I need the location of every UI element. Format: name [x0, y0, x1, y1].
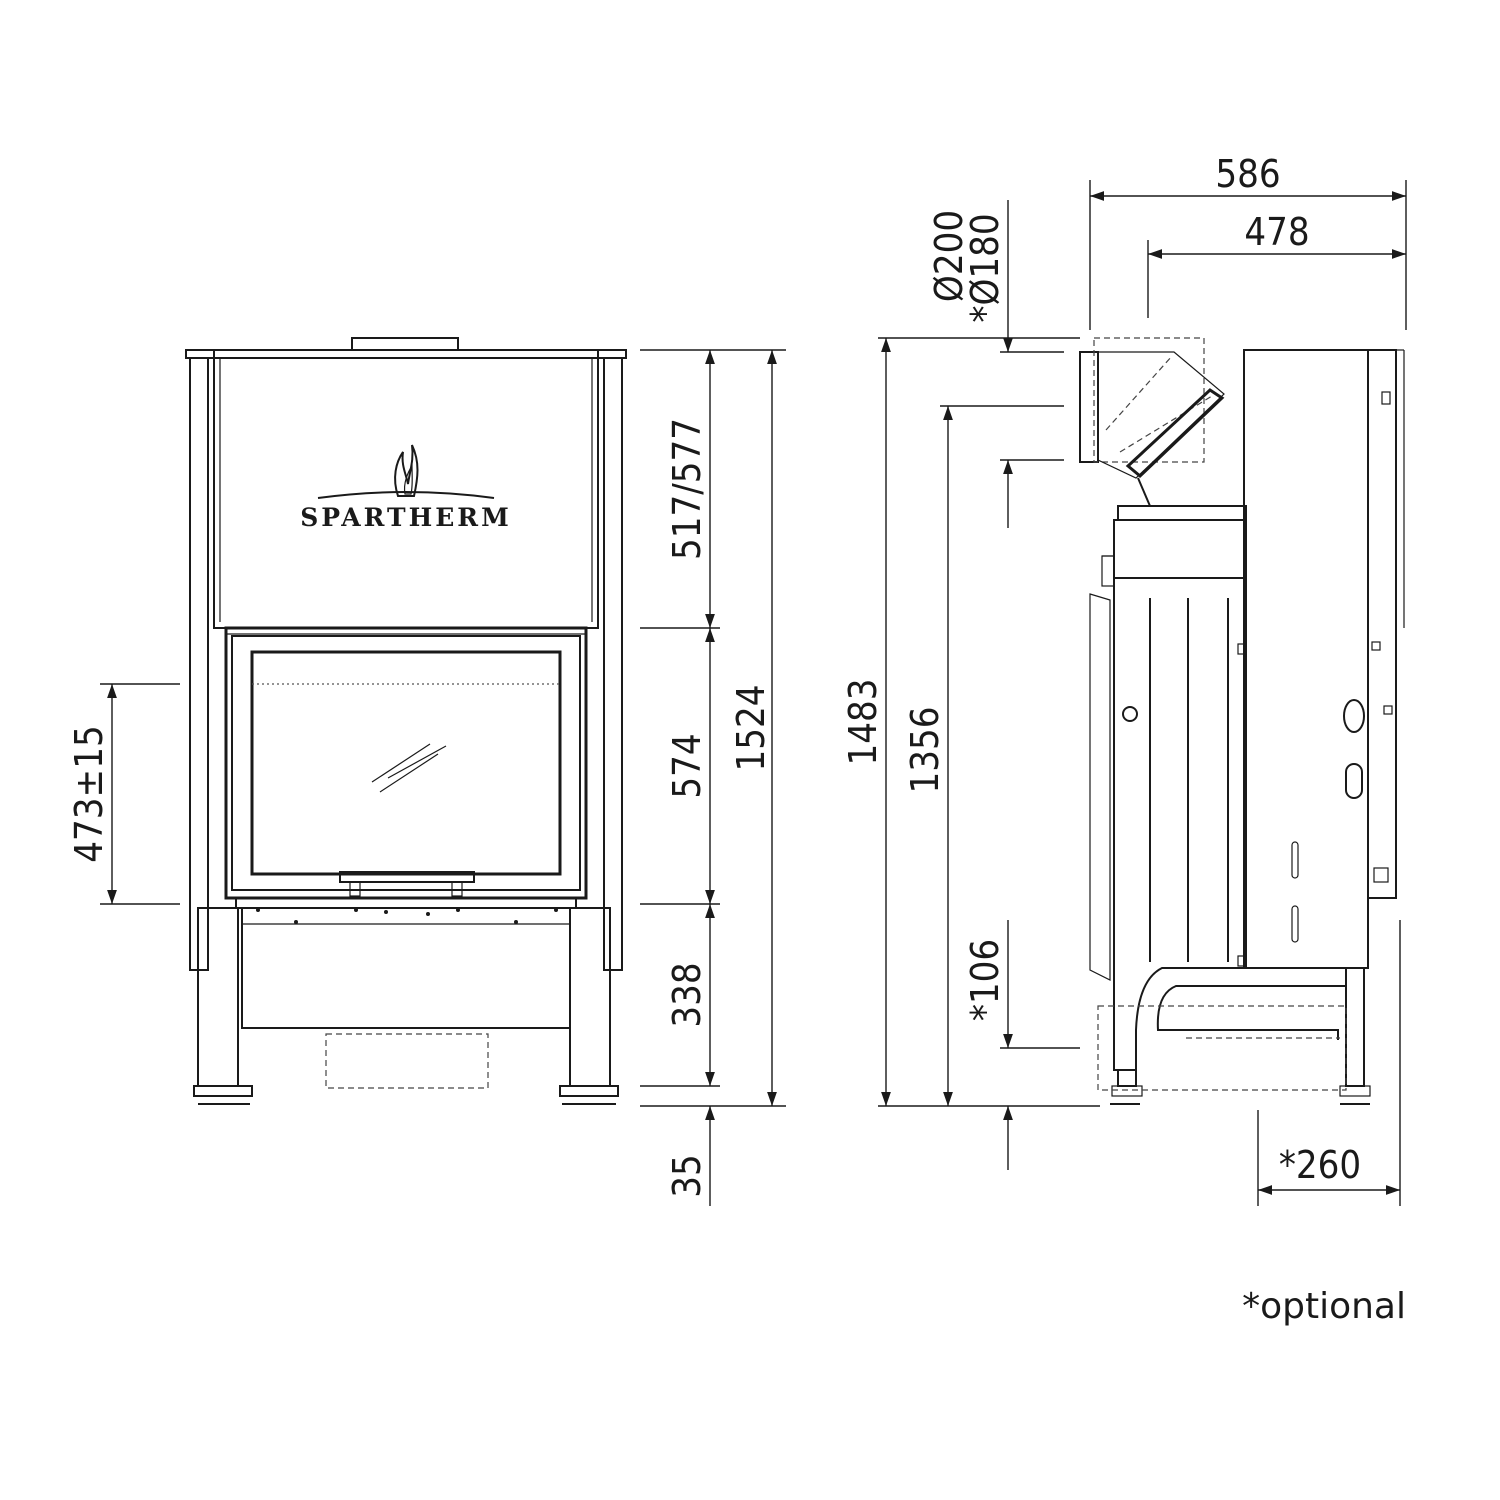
optional-drawer — [325, 1033, 489, 1089]
right-foot — [559, 1085, 619, 1097]
base-box — [241, 907, 571, 1029]
dim-flue-height: 1356 — [903, 707, 947, 794]
flue-outlet-top — [351, 337, 459, 351]
front-view: SPARTHERM — [67, 337, 786, 1206]
rear-housing — [1243, 349, 1369, 969]
dim-door-center: 473±15 — [67, 725, 111, 862]
dim-overall-height: 1524 — [729, 685, 773, 772]
door-glass — [250, 650, 562, 876]
rivets — [256, 908, 558, 924]
rear-leg — [1345, 967, 1365, 1087]
hood-panel — [213, 349, 599, 629]
top-rim — [185, 349, 627, 359]
dim-flue-diameter-optional: *Ø180 — [963, 213, 1007, 322]
dim-depth-body: 478 — [1244, 210, 1309, 254]
flue-stub — [1079, 351, 1099, 463]
spartherm-logo: SPARTHERM — [300, 444, 512, 532]
door-frame — [224, 626, 588, 900]
dim-door-height: 574 — [665, 733, 709, 798]
dim-flue-diameter: Ø200 — [927, 210, 971, 302]
dim-optional-rear: *260 — [1279, 1143, 1361, 1187]
hardware-details — [1237, 391, 1393, 967]
optional-base — [1097, 1005, 1347, 1091]
side-screw-icon — [1122, 706, 1138, 722]
dim-base-height: 338 — [665, 962, 709, 1027]
angled-flue-pipe — [1097, 351, 1225, 507]
side-view: 586 478 Ø200 *Ø180 1483 1356 *106 *260 — [841, 152, 1407, 1206]
footnote: *optional — [1242, 1286, 1406, 1327]
dim-hood-height: 517/577 — [665, 418, 709, 560]
right-side-panel — [603, 357, 623, 971]
door-handle — [339, 871, 475, 883]
dim-depth-total: 586 — [1215, 152, 1280, 196]
flue-adapter-outline — [1093, 337, 1205, 463]
dim-height-total: 1483 — [841, 679, 885, 766]
dim-optional-bottom: *106 — [963, 939, 1007, 1021]
left-leg — [197, 907, 239, 1087]
glass-reflection-icon — [371, 743, 447, 793]
dim-feet-height: 35 — [665, 1154, 709, 1198]
front-body — [1113, 519, 1247, 1071]
left-side-panel — [189, 357, 209, 971]
brand-text: SPARTHERM — [300, 503, 512, 532]
left-foot — [193, 1085, 253, 1097]
